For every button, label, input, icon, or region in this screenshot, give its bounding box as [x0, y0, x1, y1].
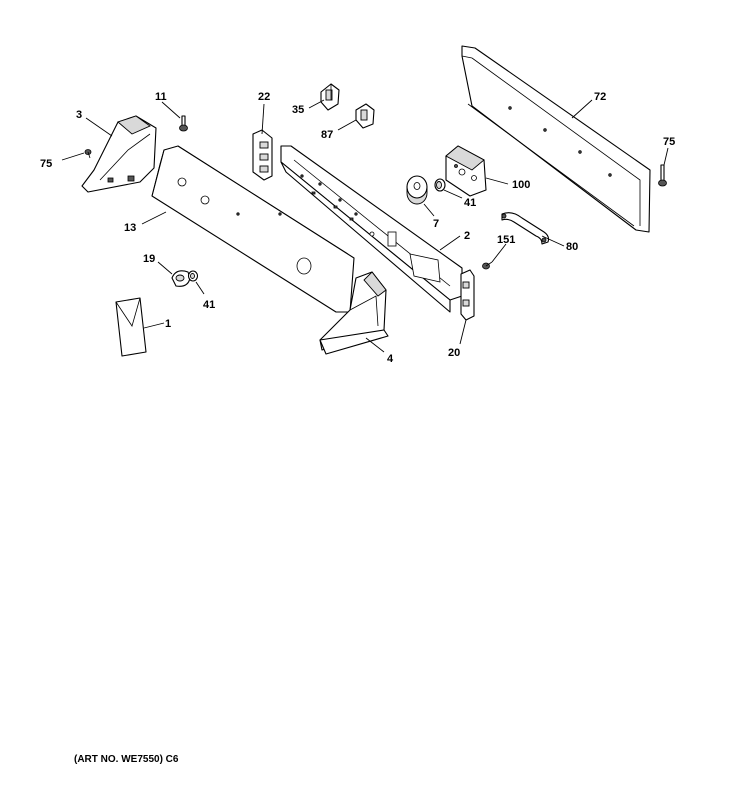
part-41-knob-upper — [434, 178, 446, 192]
part-19-knob — [171, 270, 191, 287]
callout-13: 13 — [124, 222, 136, 234]
callout-75-left: 75 — [40, 158, 52, 170]
callout-19: 19 — [143, 253, 155, 265]
callout-7: 7 — [433, 218, 439, 230]
part-2-console-frame — [280, 145, 463, 313]
callout-75-right: 75 — [663, 136, 675, 148]
part-1-manual — [115, 297, 147, 357]
part-35-bracket — [320, 83, 340, 111]
callout-151: 151 — [497, 234, 515, 246]
part-4-endcap-bracket — [319, 271, 389, 355]
callout-72: 72 — [594, 91, 606, 103]
callout-22: 22 — [258, 91, 270, 103]
art-number-caption: (ART NO. WE7550) C6 — [74, 754, 179, 765]
callout-80: 80 — [566, 241, 578, 253]
callout-35: 35 — [292, 104, 304, 116]
callout-87: 87 — [321, 129, 333, 141]
callout-2: 2 — [464, 230, 470, 242]
callout-41-lower: 41 — [203, 299, 215, 311]
callout-41-upper: 41 — [464, 197, 476, 209]
callout-4: 4 — [387, 353, 394, 365]
part-87-bracket — [355, 103, 375, 129]
part-22-endcap — [252, 129, 273, 181]
callout-labels: 75 3 11 13 22 35 87 72 75 100 41 7 2 151… — [40, 91, 675, 365]
part-75-screw-left — [84, 149, 92, 159]
part-72-rear-panel — [461, 45, 651, 233]
callout-11: 11 — [155, 91, 167, 103]
part-41-knob-lower — [187, 270, 199, 282]
part-100-control — [445, 145, 487, 197]
callout-3: 3 — [76, 109, 82, 121]
part-80-handle — [501, 212, 550, 245]
part-151-screw — [482, 261, 493, 270]
part-3-left-endcap — [81, 115, 157, 193]
leader-lines — [61, 99, 669, 353]
callout-1: 1 — [165, 318, 171, 330]
part-75-screw-right — [658, 164, 667, 187]
part-11-screw — [179, 115, 188, 132]
callout-20: 20 — [448, 347, 460, 359]
part-7-knob — [406, 175, 428, 205]
callout-100: 100 — [512, 179, 530, 191]
part-20-bracket — [460, 269, 475, 321]
